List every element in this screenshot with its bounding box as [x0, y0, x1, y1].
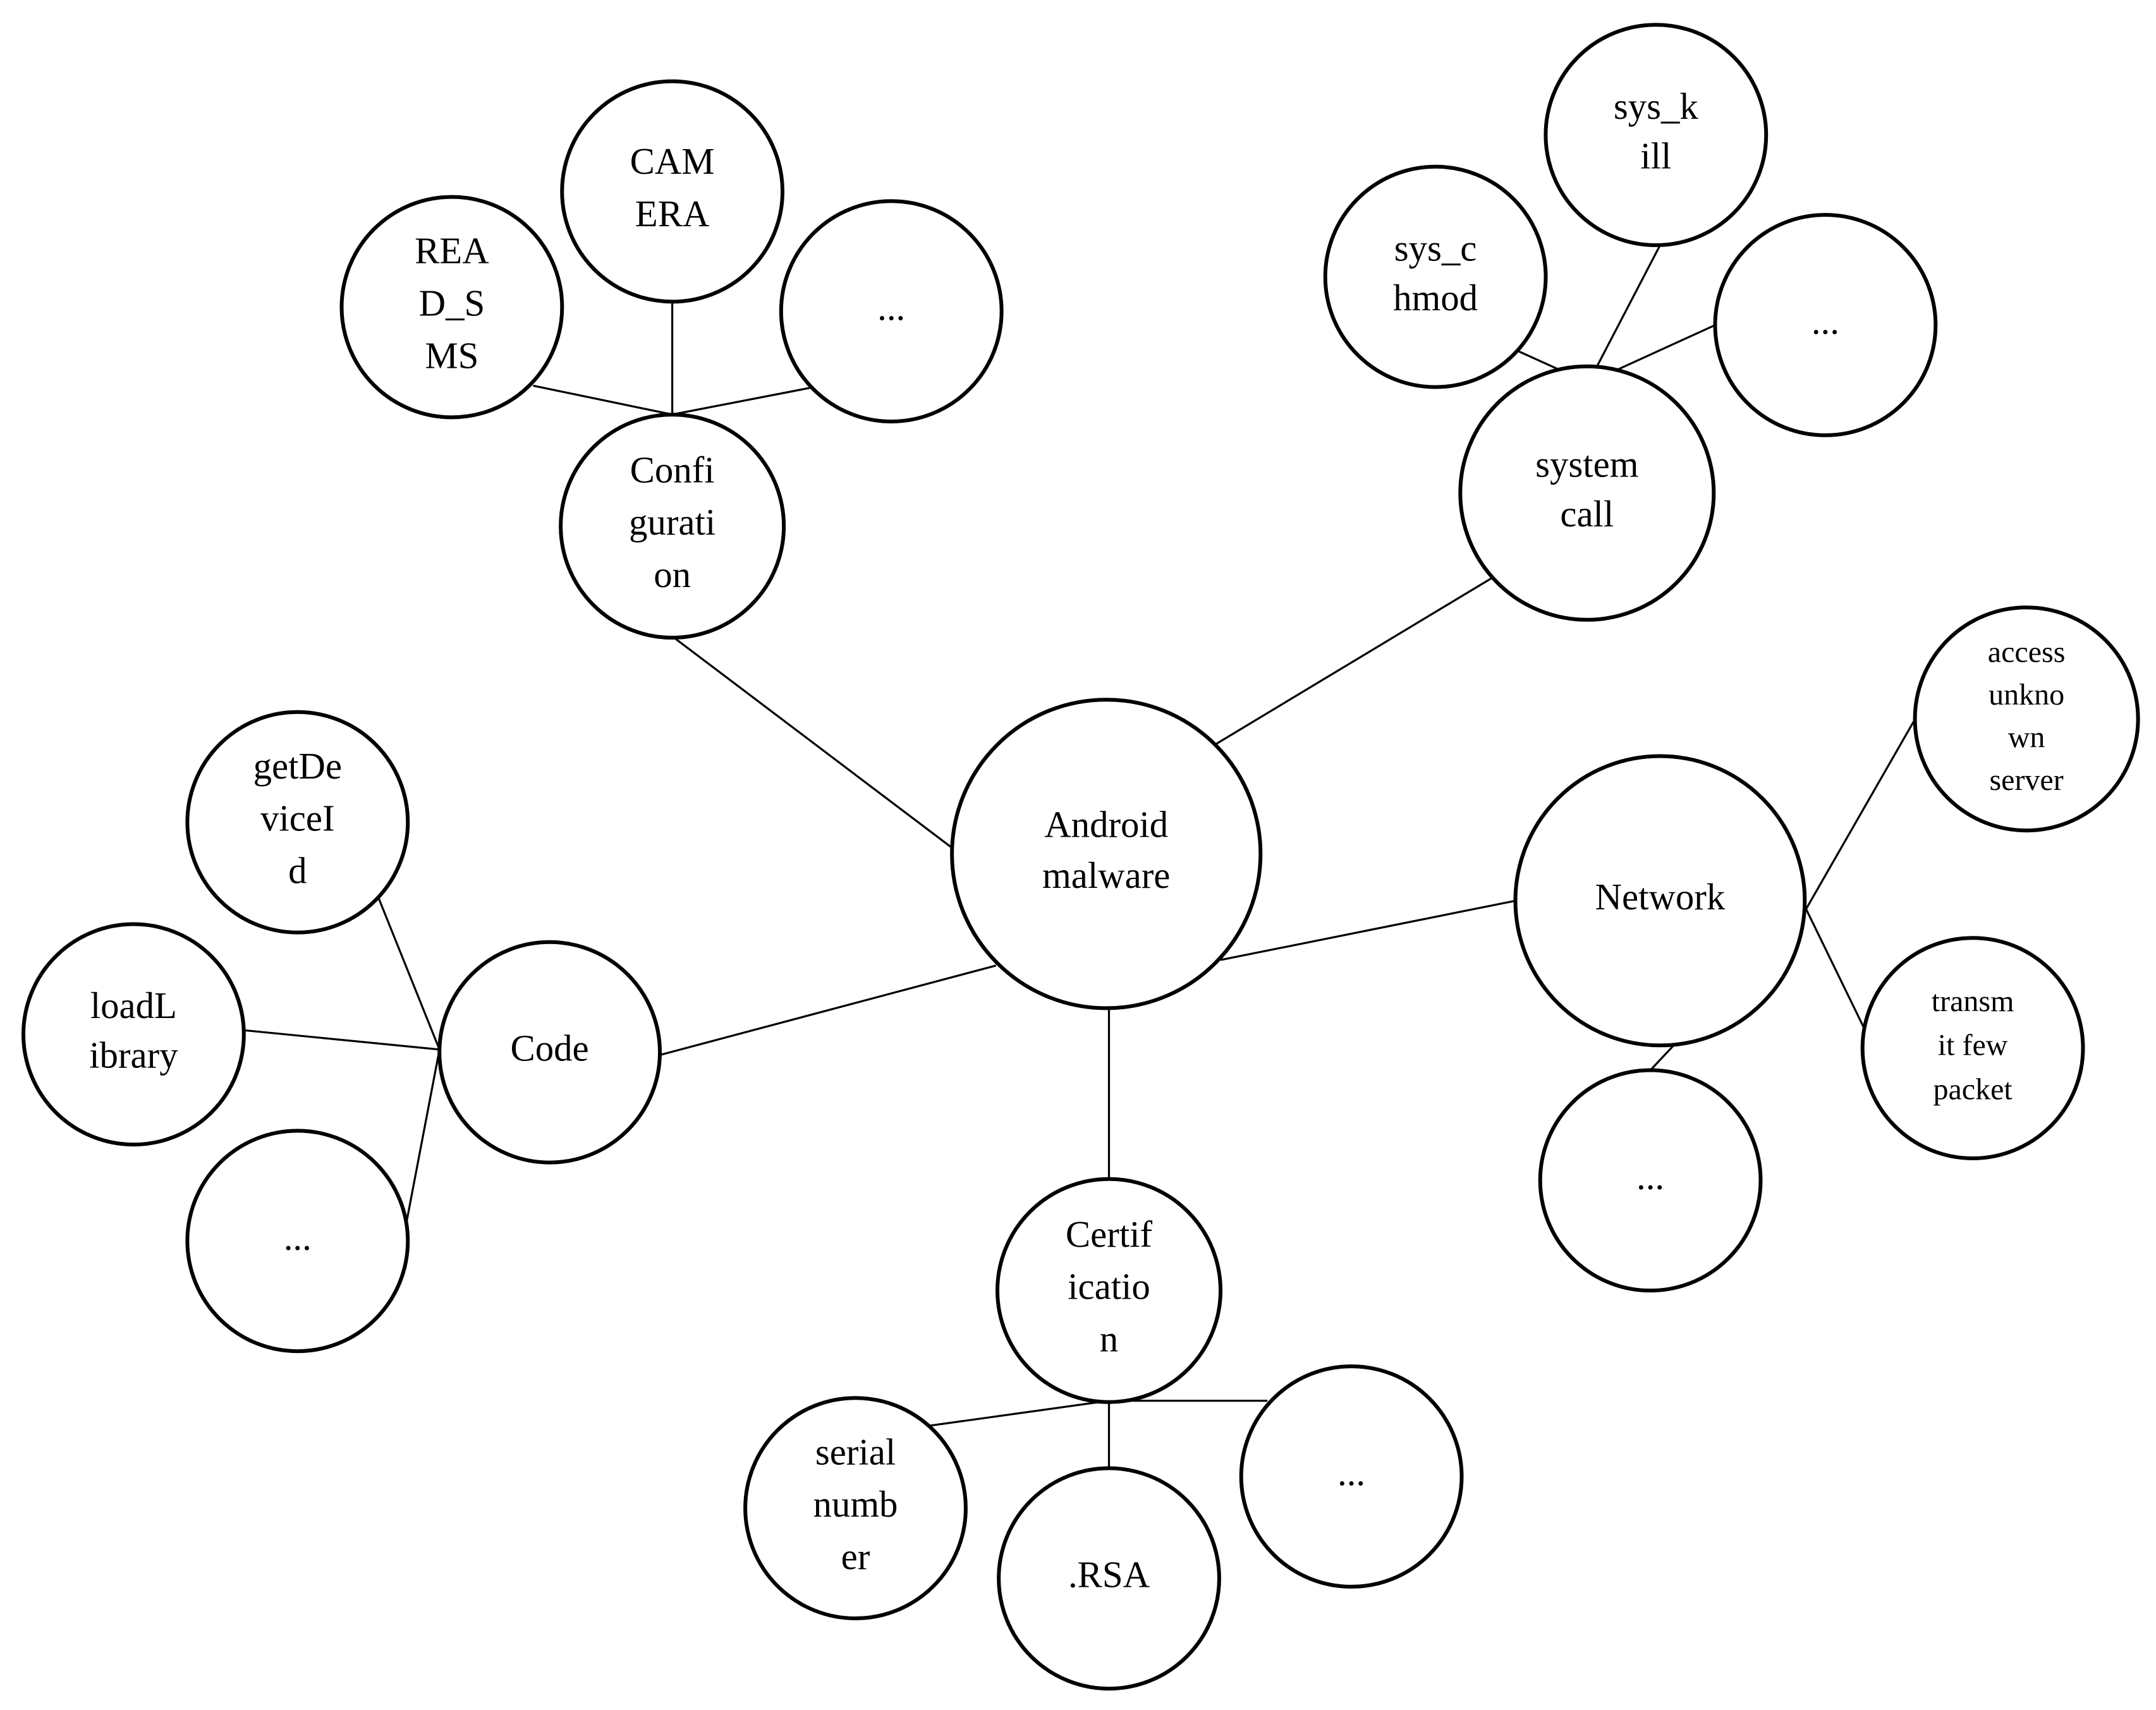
- node-label-line: icatio: [1068, 1266, 1150, 1307]
- node-label-line: ...: [1337, 1452, 1365, 1493]
- node-configuration-more: ...: [779, 199, 1004, 423]
- edge-code-to-code-more: [404, 1049, 441, 1230]
- node-circle: [1538, 1068, 1763, 1293]
- node-certification: Certif icatio n: [996, 1177, 1222, 1404]
- node-circle: [559, 413, 786, 640]
- node-label-line: ...: [877, 287, 905, 328]
- node-label-line: access: [1988, 635, 2066, 669]
- node-label-line: on: [654, 554, 691, 595]
- node-circle: [997, 1466, 1221, 1691]
- node-circle: [1239, 1364, 1464, 1589]
- edge-android-malware-to-code: [659, 964, 997, 1057]
- node-label-line: MS: [425, 335, 478, 376]
- node-label-line: hmod: [1393, 277, 1478, 318]
- node-label-line: server: [1989, 763, 2063, 797]
- node-camera: CAM ERA: [560, 79, 784, 304]
- node-label-line: getDe: [253, 746, 342, 787]
- node-serial-number: serial numb er: [743, 1396, 968, 1621]
- node-circle: [1544, 23, 1769, 247]
- node-circle: [1323, 164, 1548, 389]
- node-label-line: system: [1535, 444, 1638, 485]
- node-circle: [1913, 605, 2140, 833]
- node-circle: [1513, 754, 1807, 1048]
- node-label-line: gurati: [629, 502, 716, 543]
- node-circle: [996, 1177, 1222, 1404]
- node-certification-more: ...: [1239, 1364, 1464, 1589]
- edge-certification-to-serial-number: [901, 1400, 1109, 1431]
- node-network-more: ...: [1538, 1068, 1763, 1293]
- node-label-line: serial: [815, 1431, 896, 1472]
- node-label-line: numb: [813, 1484, 898, 1525]
- node-label-line: d: [288, 851, 307, 892]
- node-network: Network: [1513, 754, 1807, 1048]
- node-label-line: REA: [415, 231, 489, 272]
- node-transmit-few-packet: transm it few packet: [1860, 936, 2085, 1160]
- edge-android-malware-to-configuration: [671, 635, 956, 851]
- node-circle: [779, 199, 1004, 423]
- node-label-line: loadL: [90, 985, 177, 1026]
- edge-configuration-to-configuration-more: [672, 385, 815, 416]
- node-label-line: sys_c: [1394, 227, 1477, 269]
- edge-system-call-to-sys-kill: [1587, 245, 1661, 384]
- node-label-line: malware: [1042, 855, 1170, 896]
- node-system-call-more: ...: [1713, 213, 1938, 437]
- node-configuration: Confi gurati on: [559, 413, 786, 640]
- node-android-malware: Android malware: [950, 698, 1263, 1010]
- node-label-line: ...: [284, 1216, 312, 1258]
- node-circle: [1713, 213, 1938, 437]
- node-label-line: .RSA: [1068, 1554, 1150, 1595]
- node-label-line: ...: [1812, 301, 1839, 342]
- edge-android-malware-to-system-call: [1215, 572, 1501, 745]
- edge-android-malware-to-network: [1220, 899, 1516, 961]
- nodes-layer: Android malware Confi gurati on REA D_S MS CAM ER…: [21, 23, 2140, 1691]
- node-system-call: system call: [1458, 364, 1716, 622]
- edge-network-to-access-unknown-server: [1805, 721, 1915, 910]
- node-circle: [743, 1396, 968, 1621]
- node-label-line: transm: [1932, 985, 2014, 1018]
- node-rsa: .RSA: [997, 1466, 1221, 1691]
- node-label-line: D_S: [419, 283, 485, 324]
- node-circle: [185, 1129, 410, 1354]
- node-label-line: unkno: [1989, 678, 2064, 712]
- edge-configuration-to-read-sms: [533, 384, 673, 416]
- node-label-line: ...: [1636, 1156, 1664, 1197]
- node-label-line: Android: [1044, 804, 1168, 846]
- node-label-line: packet: [1933, 1072, 2013, 1106]
- node-circle: [437, 940, 662, 1165]
- node-access-unknown-server: access unkno wn server: [1913, 605, 2140, 833]
- node-circle: [950, 698, 1263, 1010]
- node-label-line: call: [1560, 494, 1614, 535]
- node-circle: [560, 79, 784, 304]
- node-label-line: er: [841, 1536, 870, 1577]
- node-circle: [1458, 364, 1716, 622]
- edge-code-to-get-device-id: [376, 895, 441, 1050]
- node-label-line: wn: [2008, 721, 2045, 755]
- node-code-more: ...: [185, 1129, 410, 1354]
- node-label-line: Network: [1595, 876, 1726, 918]
- node-circle: [339, 195, 564, 420]
- node-label-line: ibrary: [89, 1035, 178, 1076]
- node-label-line: Certif: [1066, 1214, 1153, 1255]
- node-label-line: ill: [1640, 135, 1671, 176]
- node-label-line: ERA: [635, 193, 710, 234]
- node-circle: [185, 710, 410, 935]
- node-code: Code: [437, 940, 662, 1165]
- node-label-line: n: [1100, 1319, 1118, 1360]
- node-label-line: CAM: [630, 141, 715, 182]
- node-circle: [21, 922, 246, 1147]
- node-get-device-id: getDe viceI d: [185, 710, 410, 935]
- node-label-line: Code: [511, 1028, 589, 1069]
- node-label-line: viceI: [260, 798, 335, 839]
- node-label-line: sys_k: [1614, 86, 1699, 127]
- edges-layer: [243, 245, 1915, 1469]
- node-label-line: Confi: [630, 449, 715, 490]
- node-read-sms: REA D_S MS: [339, 195, 564, 420]
- node-circle: [1860, 936, 2085, 1160]
- edge-code-to-load-library: [243, 1029, 440, 1051]
- node-label-line: it few: [1938, 1029, 2008, 1062]
- node-load-library: loadL ibrary: [21, 922, 246, 1147]
